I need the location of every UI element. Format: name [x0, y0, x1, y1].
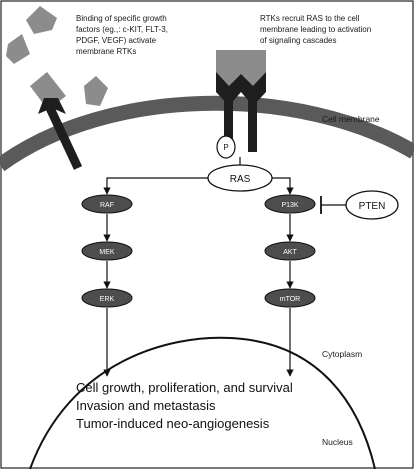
- growth-factors-note-line-1: Binding of specific growth: [76, 14, 167, 23]
- ras-to-raf-arrow: [103, 177, 208, 195]
- erk-label: ERK: [100, 296, 115, 303]
- rtk-recruit-note-line-3: of signaling cascades: [260, 36, 337, 45]
- mtor-label: mTOR: [280, 296, 300, 303]
- growth-factors-note-line-4: membrane RTKs: [76, 47, 136, 56]
- mtor-node: [264, 288, 316, 308]
- cell-membrane-label: Cell membrane: [322, 114, 380, 124]
- pten-label: PTEN: [359, 201, 386, 212]
- ligand-shape: [26, 6, 57, 34]
- rtk-dimer: [216, 50, 266, 152]
- rtk-recruit-note-line-1: RTKs recruit RAS to the cell: [260, 14, 360, 23]
- pten-node: [345, 190, 399, 220]
- rtk-recruit-note-line-2: membrane leading to activation: [260, 25, 371, 34]
- cell-membrane: [0, 95, 414, 172]
- growth-factors-note-line-3: PDGF, VEGF) activate: [76, 36, 157, 45]
- left-receptor-tyrosine-kinase: [30, 72, 83, 170]
- ras-label: RAS: [230, 174, 251, 185]
- raf-node: [81, 194, 133, 214]
- ligand-shape: [6, 34, 30, 64]
- ras-node: [207, 164, 273, 192]
- ras-to-p13k-arrow: [272, 177, 294, 195]
- p13k-label: P13K: [281, 202, 298, 209]
- outcome-growth: Cell growth, proliferation, and survival: [76, 380, 293, 395]
- phosphate-label: P: [223, 143, 228, 152]
- nucleus-label: Nucleus: [322, 437, 353, 447]
- akt-node: [264, 241, 316, 261]
- cytoplasm-label: Cytoplasm: [322, 349, 362, 359]
- outcome-invasion: Invasion and metastasis: [76, 398, 216, 413]
- erk-node: [81, 288, 133, 308]
- akt-label: AKT: [283, 249, 297, 256]
- phosphate-node: [216, 135, 236, 159]
- outcome-angiogenesis: Tumor-induced neo-angiogenesis: [76, 416, 270, 431]
- mek-label: MEK: [99, 249, 115, 256]
- mek-node: [81, 241, 133, 261]
- nucleus-membrane: [29, 336, 376, 470]
- p13k-node: [264, 194, 316, 214]
- ligand-shape: [84, 76, 108, 106]
- growth-factors-note-line-2: factors (eg.,: c-KIT, FLT-3,: [76, 25, 168, 34]
- raf-label: RAF: [100, 202, 114, 209]
